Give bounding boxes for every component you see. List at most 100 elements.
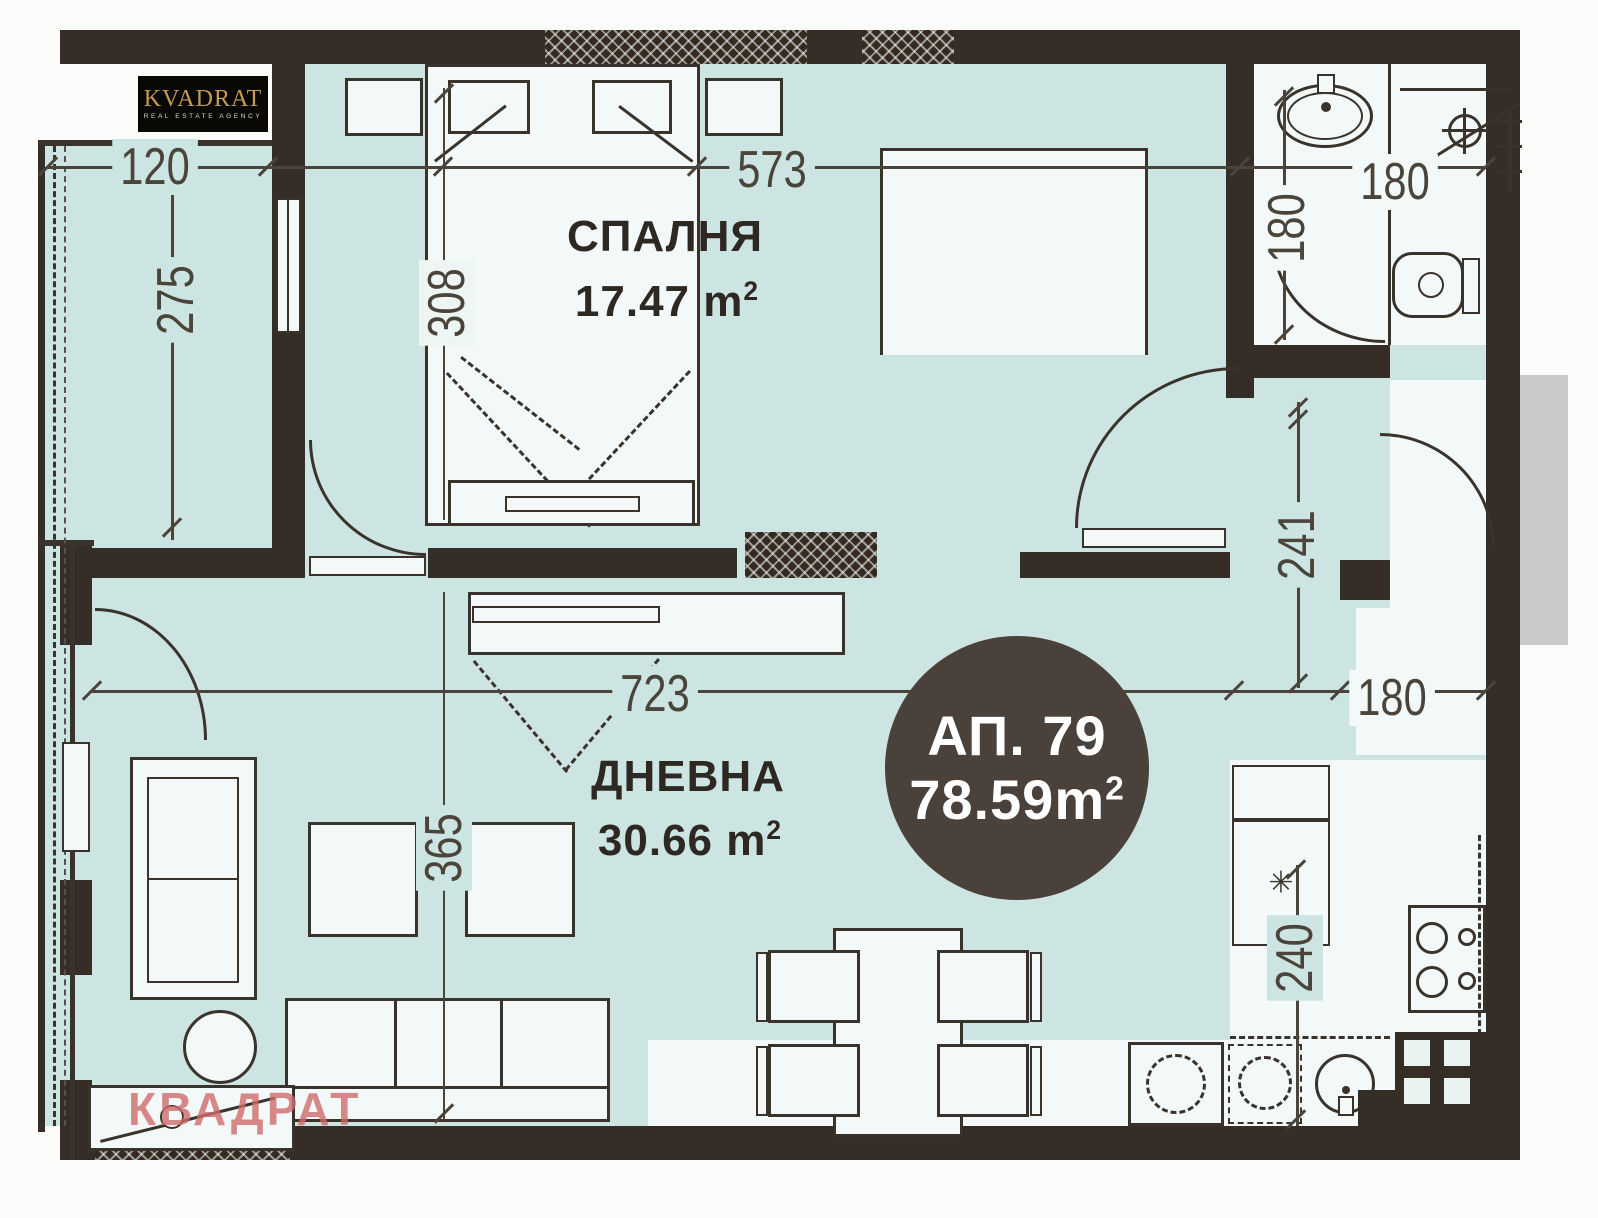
living-area: 30.66 m2 <box>598 817 782 863</box>
apartment-area-sup: 2 <box>1105 770 1125 808</box>
wall-stub-balcony-top <box>272 64 305 144</box>
tv-stand <box>88 1085 295 1151</box>
stove <box>1408 905 1486 1013</box>
bedroom-door-leaf <box>309 556 426 576</box>
living-name: ДНЕВНА <box>591 755 785 799</box>
wall-hall <box>1020 552 1230 578</box>
wardrobe-niche-floor <box>883 151 1148 355</box>
balcony-wall-west <box>38 140 45 1132</box>
sideboard-slot <box>472 606 660 623</box>
living-area-text: 30.66 m <box>597 815 767 865</box>
sofa <box>285 998 610 1122</box>
chair-back-bl <box>756 1046 768 1116</box>
living-name-text: ДНЕВНА <box>591 752 785 801</box>
chair-back-tr <box>1030 952 1042 1022</box>
apartment-number: АП. 79 <box>927 703 1107 767</box>
burner-2 <box>1416 966 1448 998</box>
counter-edge-dashed-h <box>1230 1036 1390 1039</box>
chair-seat-tr <box>937 950 1029 1023</box>
cabinet-square-1 <box>1404 1040 1430 1066</box>
cabinet-square-3 <box>1404 1078 1430 1104</box>
wall-hatched-interior <box>745 532 877 578</box>
dimension-label-573: 573 <box>729 142 815 198</box>
balcony-glazing-dashed-1 <box>53 146 56 1126</box>
sink-basin-inner <box>1287 92 1363 140</box>
dishwasher-drum <box>1238 1056 1292 1110</box>
kitchen-dark-step <box>1358 1090 1398 1126</box>
agency-logo-title: KVADRAT <box>143 86 263 113</box>
armchair-divider <box>149 878 237 880</box>
bedroom-name: СПАЛНЯ <box>567 215 763 259</box>
dimension-label-275: 275 <box>147 257 205 343</box>
sofa-cushion-div-1 <box>394 1001 397 1086</box>
chair-seat-bl <box>768 1044 860 1117</box>
sofa-back-line <box>288 1086 607 1089</box>
fridge-symbol: ✳ <box>1268 866 1294 900</box>
living-area-sup: 2 <box>766 815 783 846</box>
cabinet-square-2 <box>1444 1040 1470 1066</box>
apartment-area: 78.59m2 <box>909 768 1125 832</box>
nightstand-left <box>345 78 423 136</box>
balcony-wall-south <box>38 540 94 546</box>
toilet-drain <box>1418 272 1444 298</box>
dimension-line-middle <box>92 690 1486 693</box>
bed-footboard <box>448 480 695 526</box>
wardrobe-right-side <box>1145 148 1148 355</box>
dimension-label-180-bath: 180 <box>1258 185 1316 271</box>
kitchen-upper-cabinet <box>1232 765 1330 820</box>
square-table-1 <box>308 822 418 937</box>
nightstand-right <box>705 78 783 136</box>
dimension-label-241: 241 <box>1268 502 1326 588</box>
wall-bathroom-bottom <box>1254 345 1390 378</box>
exterior-gray-strip <box>1520 375 1568 645</box>
bedroom-area-sup: 2 <box>743 276 760 307</box>
balcony-glazing-dashed-2 <box>64 146 66 1126</box>
wall-bottom <box>60 1126 1520 1160</box>
dimension-label-120: 120 <box>112 139 198 195</box>
wall-hatched-top-2 <box>862 30 954 64</box>
bed-footboard-slot <box>505 496 640 512</box>
entry-door-leaf <box>1082 528 1226 548</box>
balcony-door-leaf <box>62 742 90 852</box>
wall-hatched-top-1 <box>545 30 807 64</box>
window-mullion <box>287 200 289 331</box>
shower-bar-tick-2 <box>1498 145 1522 148</box>
cabinet-square-4 <box>1444 1078 1470 1104</box>
toilet-tank <box>1462 258 1480 314</box>
bedroom-area-text: 17.47 m <box>574 276 744 326</box>
wardrobe-top-side <box>880 148 1148 151</box>
dimension-label-723: 723 <box>612 666 698 722</box>
dimension-label-240: 240 <box>1266 915 1324 1001</box>
pillow-left <box>448 80 530 134</box>
shower-head-cross-v <box>1463 108 1466 154</box>
wall-bedroom-living-1 <box>92 548 305 578</box>
burner-3 <box>1458 928 1476 946</box>
chair-seat-tl <box>768 950 860 1023</box>
agency-logo: KVADRAT REAL ESTATE AGENCY <box>138 76 268 132</box>
sink-tap <box>1317 74 1335 94</box>
chair-back-br <box>1030 1046 1042 1116</box>
apartment-badge: АП. 79 78.59m2 <box>885 636 1149 900</box>
pillow-right <box>592 80 672 134</box>
square-table-2 <box>465 822 575 937</box>
dimension-label-180-right: 180 <box>1349 670 1435 726</box>
kitchen-sink-tap <box>1338 1096 1354 1116</box>
washing-machine-drum <box>1146 1054 1206 1114</box>
wardrobe-left-side <box>880 148 883 355</box>
sofa-cushion-div-2 <box>500 1001 503 1086</box>
apartment-area-text: 78.59m <box>909 768 1106 831</box>
sink-drain-dot <box>1321 102 1331 112</box>
chair-seat-br <box>937 1044 1029 1117</box>
shower-bar-tick-1 <box>1498 120 1522 123</box>
dimension-line-275 <box>171 168 174 540</box>
bedroom-name-text: СПАЛНЯ <box>567 212 763 261</box>
window-line-left <box>70 545 75 1160</box>
dimension-label-365: 365 <box>415 805 473 891</box>
shower-bench-line <box>1400 88 1512 91</box>
tv-stand-speaker <box>160 1105 184 1129</box>
sideboard <box>468 592 845 655</box>
wall-right <box>1486 30 1520 1160</box>
wall-bedroom-right <box>1226 64 1254 398</box>
dimension-label-180-top: 180 <box>1352 154 1438 210</box>
